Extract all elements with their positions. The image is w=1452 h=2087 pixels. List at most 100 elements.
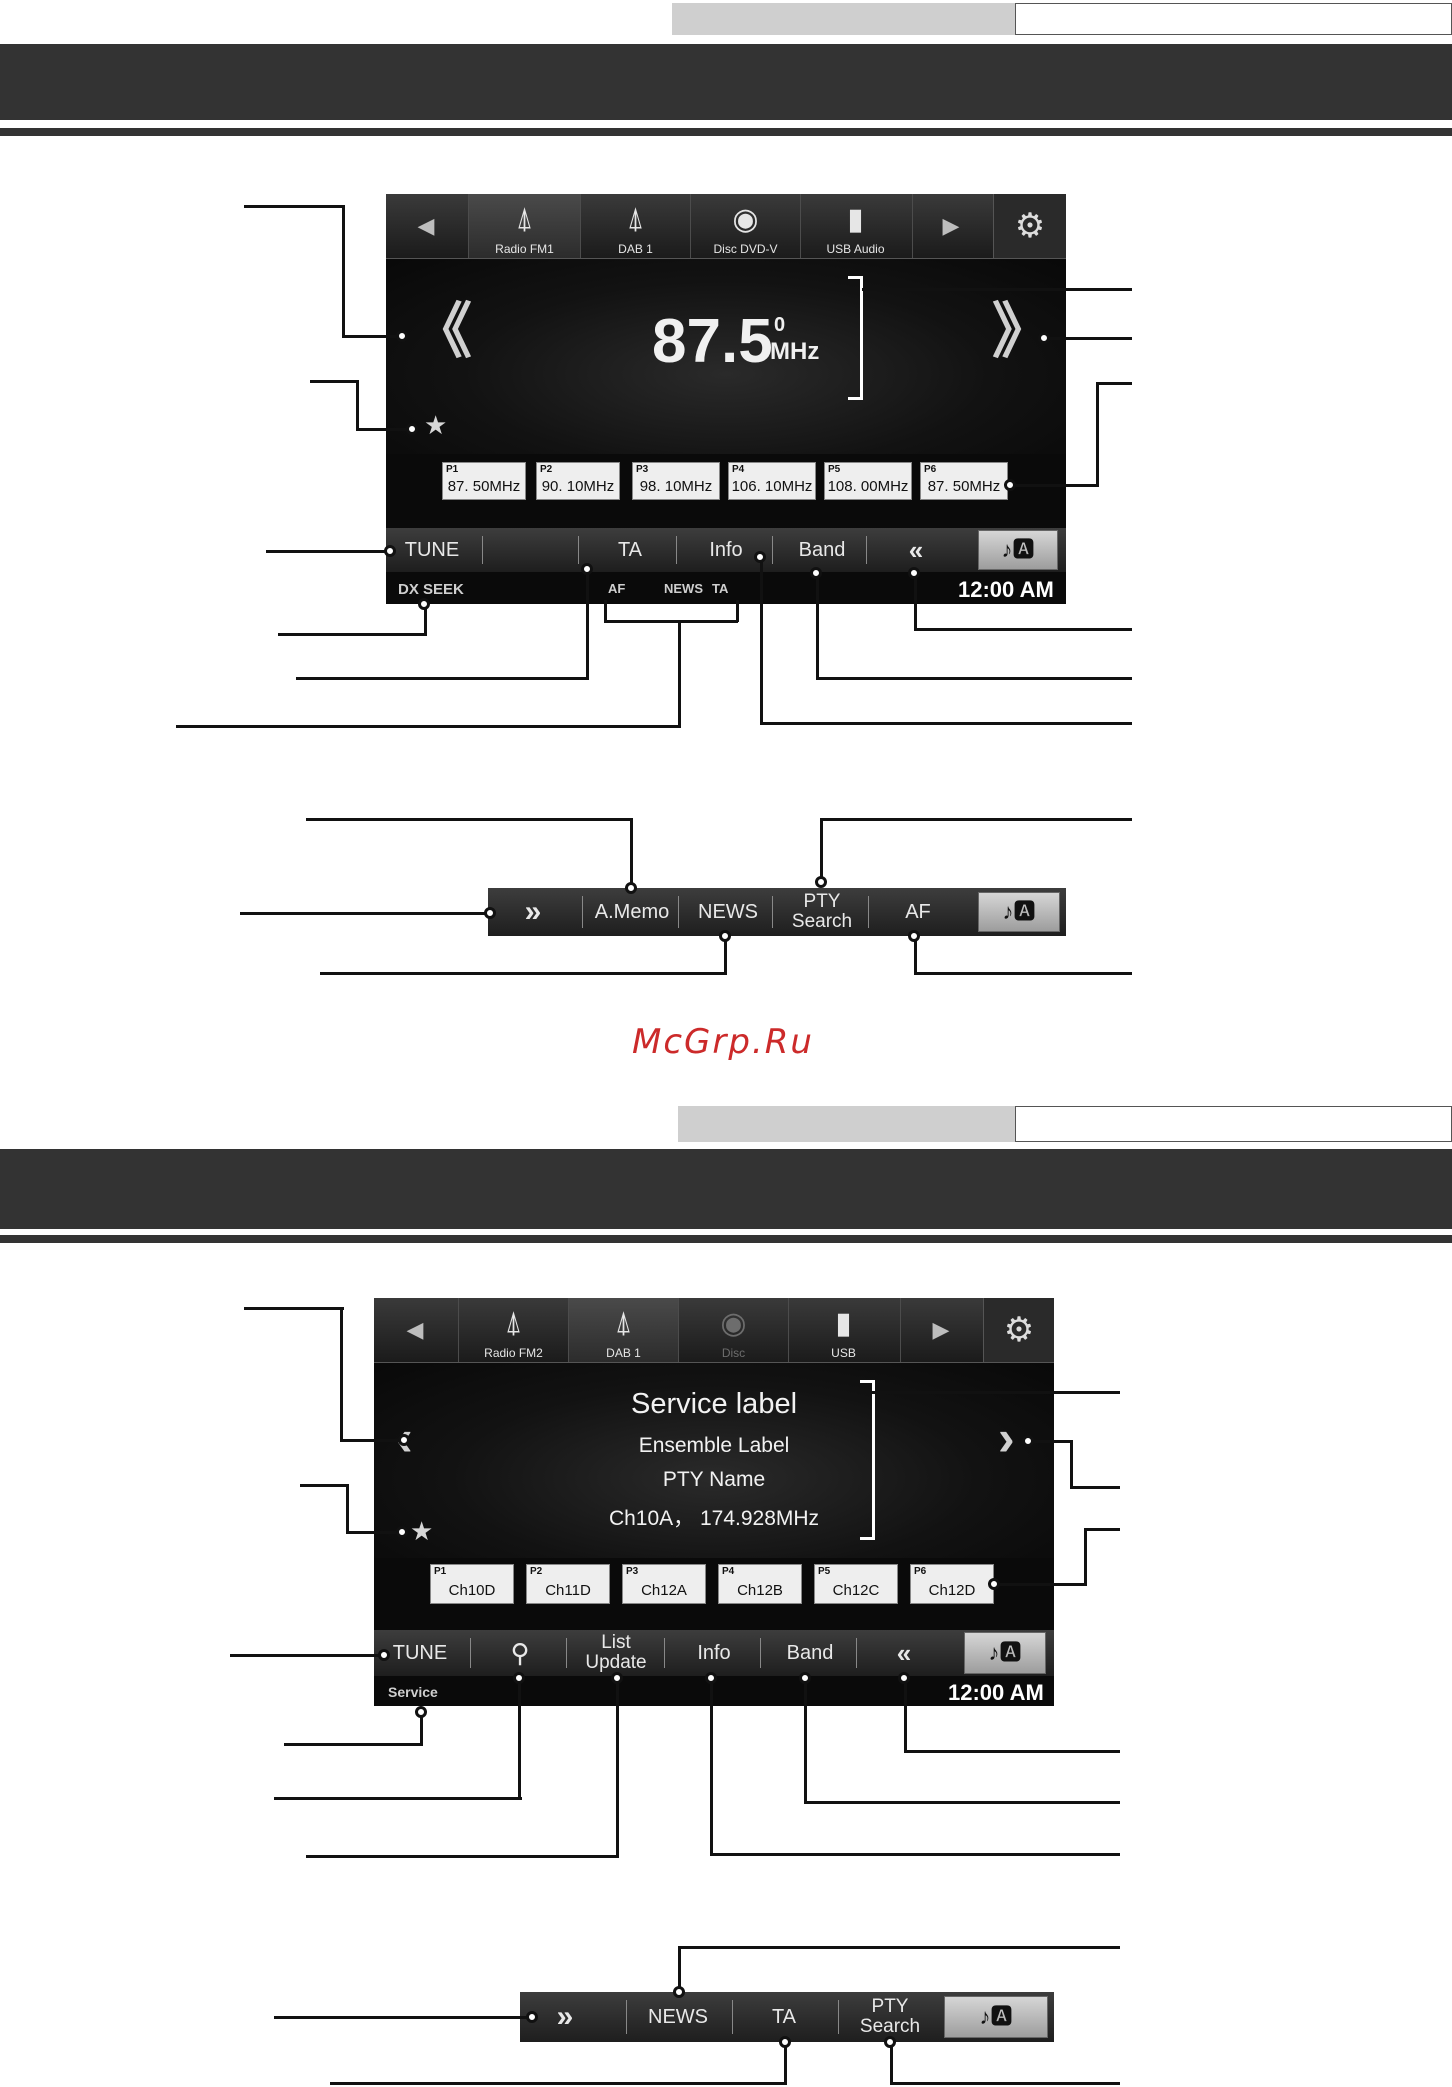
separator [582, 896, 583, 928]
source-label: DAB 1 [618, 242, 653, 256]
preset-number: P6 [914, 1566, 927, 1577]
source-prev-arrow-icon[interactable]: ◀ [417, 213, 435, 238]
info-button[interactable]: Info [709, 539, 743, 561]
preset-button[interactable]: P4 Ch12B [718, 1564, 802, 1604]
source-label: DAB 1 [606, 1346, 641, 1360]
source-usb[interactable]: ▮ USB Audio [800, 194, 910, 258]
preset-button[interactable]: P6 87. 50MHz [920, 462, 1008, 500]
source-radio-fm2[interactable]: ⍋ Radio FM2 [458, 1298, 568, 1362]
source-disc[interactable]: ◉ Disc DVD-V [690, 194, 800, 258]
section2-header-bar [0, 1149, 1452, 1229]
source-disc[interactable]: ◉ Disc [678, 1298, 788, 1362]
callout-dot [898, 1672, 910, 1684]
settings-wrench-icon[interactable]: ⚙ [983, 1298, 1054, 1362]
callout-line [678, 620, 681, 728]
pty-search-button[interactable]: PTY Search [774, 888, 870, 936]
preset-button[interactable]: P3 98. 10MHz [632, 462, 720, 500]
af-button[interactable]: AF [905, 901, 931, 923]
preset-button[interactable]: P5 Ch12C [814, 1564, 898, 1604]
preset-button[interactable]: P1 Ch10D [430, 1564, 514, 1604]
callout-line [816, 576, 819, 680]
favorite-star-icon[interactable]: ★ [424, 410, 448, 440]
callout-dot [611, 1672, 623, 1684]
list-update-button[interactable]: List Update [568, 1630, 664, 1676]
collapse-chevron-icon[interactable]: « [908, 535, 924, 565]
seek-down-chevron-icon[interactable]: 《 [412, 298, 472, 365]
source-label: Radio FM2 [484, 1346, 543, 1360]
separator [578, 536, 579, 564]
band-button[interactable]: Band [786, 1642, 834, 1664]
source-label: Disc [721, 1346, 746, 1360]
callout-dot [988, 1578, 1000, 1590]
source-prev-arrow-icon[interactable]: ◀ [406, 1317, 424, 1342]
callout-dot [526, 2011, 538, 2023]
source-usb[interactable]: ▮ USB [788, 1298, 898, 1362]
search-icon[interactable]: ⚲ [510, 1638, 530, 1668]
callout-line [342, 205, 345, 337]
source-label: Radio FM1 [495, 242, 554, 256]
frequency-value: 87.5 [652, 307, 773, 376]
preset-button[interactable]: P4 106. 10MHz [728, 462, 816, 500]
callout-dot [1038, 332, 1050, 344]
ta-button[interactable]: TA [617, 539, 643, 561]
preset-number: P2 [530, 1566, 543, 1577]
source-radio-fm1[interactable]: ⍋ Radio FM1 [468, 194, 580, 258]
seek-up-chevron-icon[interactable]: › [998, 1410, 1015, 1466]
audio-visual-toggle-icon[interactable]: ♪🅰 [964, 1632, 1046, 1674]
ta-button[interactable]: TA [771, 2006, 797, 2028]
source-dab1[interactable]: ⍋ DAB 1 [580, 194, 690, 258]
separator [838, 2000, 839, 2034]
source-dab1[interactable]: ⍋ DAB 1 [568, 1298, 678, 1362]
preset-button[interactable]: P6 Ch12D [910, 1564, 994, 1604]
tune-button[interactable]: TUNE [392, 1642, 448, 1664]
callout-line [586, 570, 589, 680]
callout-line [356, 428, 410, 431]
expand-chevron-icon[interactable]: » [524, 895, 542, 928]
source-next-arrow-icon[interactable]: ▶ [912, 194, 989, 258]
audio-visual-toggle-icon[interactable]: ♪🅰 [978, 530, 1058, 570]
callout-dot [484, 907, 496, 919]
callout-dot [673, 1986, 685, 1998]
callout-line [1070, 1486, 1120, 1489]
preset-value: Ch12C [832, 1582, 880, 1599]
preset-button[interactable]: P2 Ch11D [526, 1564, 610, 1604]
info-button[interactable]: Info [697, 1642, 731, 1664]
separator [732, 2000, 733, 2034]
settings-wrench-icon[interactable]: ⚙ [993, 194, 1066, 258]
preset-button[interactable]: P1 87. 50MHz [442, 462, 526, 500]
preset-button[interactable]: P2 90. 10MHz [536, 462, 620, 500]
band-button[interactable]: Band [798, 539, 846, 561]
audio-visual-toggle-icon[interactable]: ♪🅰 [944, 1996, 1048, 2038]
callout-line [230, 1654, 382, 1657]
preset-button[interactable]: P5 108. 00MHz [824, 462, 912, 500]
callout-dot [815, 876, 827, 888]
callout-dot [1022, 1435, 1034, 1447]
function-bar: TUNE TA Info Band « ♪🅰 [386, 528, 1066, 572]
service-label: Service label [630, 1388, 798, 1420]
callout-line [994, 1583, 1087, 1586]
collapse-chevron-icon[interactable]: « [896, 1638, 912, 1668]
callout-line [890, 2044, 893, 2085]
callout-line [274, 2016, 530, 2019]
tune-button[interactable]: TUNE [404, 539, 460, 561]
callout-line [904, 1680, 907, 1753]
news-button[interactable]: NEWS [648, 2006, 708, 2028]
preset-number: P3 [636, 464, 649, 475]
callout-line [342, 335, 402, 338]
amemo-button[interactable]: A.Memo [594, 901, 670, 923]
seek-up-chevron-icon[interactable]: 》 [992, 298, 1052, 365]
news-button[interactable]: NEWS [698, 901, 758, 923]
callout-line [244, 1307, 344, 1310]
callout-dot [396, 330, 408, 342]
pty-search-button[interactable]: PTY Search [840, 1992, 940, 2042]
callout-line [1084, 1528, 1087, 1586]
news-indicator: NEWS [664, 581, 703, 596]
callout-dot [415, 1706, 427, 1718]
expand-chevron-icon[interactable]: » [556, 2000, 574, 2033]
callout-dot [513, 1672, 525, 1684]
header-tab-shade [678, 1106, 1015, 1142]
favorite-star-icon[interactable]: ★ [410, 1516, 434, 1546]
preset-button[interactable]: P3 Ch12A [622, 1564, 706, 1604]
source-next-arrow-icon[interactable]: ▶ [900, 1298, 981, 1362]
audio-visual-toggle-icon[interactable]: ♪🅰 [978, 892, 1060, 932]
